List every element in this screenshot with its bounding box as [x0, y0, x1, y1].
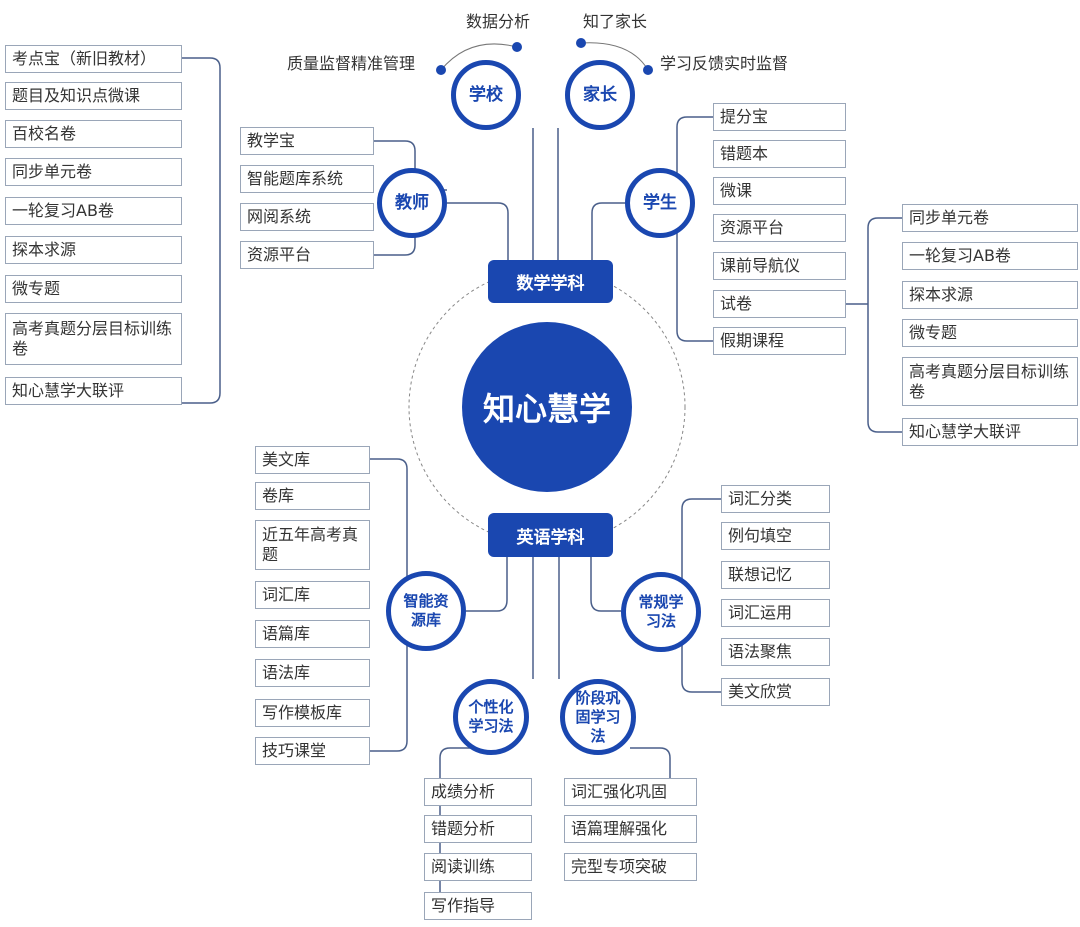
list-item: 高考真题分层目标训练卷	[902, 357, 1078, 406]
list-item: 百校名卷	[5, 120, 182, 148]
teacher-far-bracket	[182, 57, 221, 404]
student-connector	[591, 202, 625, 260]
school-node: 学校	[451, 60, 521, 130]
list-item: 试卷	[713, 290, 846, 318]
arc-dot	[512, 42, 522, 52]
stage-method-node: 阶段巩固学习法	[560, 679, 636, 755]
math-subject-node: 数学学科	[488, 260, 613, 303]
list-item: 错题本	[713, 140, 846, 168]
list-item: 知心慧学大联评	[902, 418, 1078, 446]
list-item: 教学宝	[240, 127, 374, 155]
list-item: 同步单元卷	[902, 204, 1078, 232]
list-item: 微专题	[5, 275, 182, 303]
list-item: 题目及知识点微课	[5, 82, 182, 110]
list-item: 提分宝	[713, 103, 846, 131]
list-item: 美文欣赏	[721, 678, 830, 706]
list-item: 语篇库	[255, 620, 370, 648]
parent-label-feedback: 学习反馈实时监督	[660, 54, 789, 73]
school-label-management: 质量监督精准管理	[287, 54, 416, 73]
list-item: 词汇强化巩固	[564, 778, 697, 806]
teacher-node: 教师	[377, 168, 447, 238]
list-item: 高考真题分层目标训练卷	[5, 313, 182, 365]
exam-bracket	[867, 217, 902, 433]
resources-connector	[466, 557, 508, 612]
regular-method-node: 常规学习法	[621, 572, 701, 652]
list-item: 资源平台	[240, 241, 374, 269]
list-item: 微专题	[902, 319, 1078, 347]
parent-arc	[580, 42, 649, 71]
personal-method-node: 个性化学习法	[453, 679, 529, 755]
list-item: 联想记忆	[721, 561, 830, 589]
list-item: 一轮复习AB卷	[5, 197, 182, 225]
parent-node: 家长	[565, 60, 635, 130]
list-item: 探本求源	[5, 236, 182, 264]
list-item: 网阅系统	[240, 203, 374, 231]
resources-node: 智能资源库	[386, 571, 466, 651]
list-item: 成绩分析	[424, 778, 532, 806]
arc-dot	[436, 65, 446, 75]
english-subject-node: 英语学科	[488, 513, 613, 557]
list-item: 资源平台	[713, 214, 846, 242]
list-item: 课前导航仪	[713, 252, 846, 280]
list-item: 词汇运用	[721, 599, 830, 627]
arc-dot	[643, 65, 653, 75]
school-arc	[440, 43, 518, 71]
list-item: 语篇理解强化	[564, 815, 697, 843]
student-node: 学生	[625, 168, 695, 238]
list-item: 考点宝（新旧教材）	[5, 45, 182, 73]
list-item: 词汇分类	[721, 485, 830, 513]
list-item: 假期课程	[713, 327, 846, 355]
list-item: 阅读训练	[424, 853, 532, 881]
list-item: 美文库	[255, 446, 370, 474]
regular-connector	[590, 557, 621, 612]
list-item: 同步单元卷	[5, 158, 182, 186]
parent-label-app: 知了家长	[583, 12, 648, 31]
list-item: 错题分析	[424, 815, 532, 843]
list-item: 写作模板库	[255, 699, 370, 727]
list-item: 完型专项突破	[564, 853, 697, 881]
list-item: 微课	[713, 177, 846, 205]
arc-dot	[576, 38, 586, 48]
school-label-data: 数据分析	[466, 12, 531, 31]
list-item: 智能题库系统	[240, 165, 374, 193]
list-item: 知心慧学大联评	[5, 377, 182, 405]
list-item: 技巧课堂	[255, 737, 370, 765]
list-item: 近五年高考真题	[255, 520, 370, 570]
list-item: 语法聚焦	[721, 638, 830, 666]
list-item: 探本求源	[902, 281, 1078, 309]
teacher-connector	[447, 202, 509, 260]
list-item: 写作指导	[424, 892, 532, 920]
list-item: 词汇库	[255, 581, 370, 609]
list-item: 一轮复习AB卷	[902, 242, 1078, 270]
center-node: 知心慧学	[462, 322, 632, 492]
list-item: 例句填空	[721, 522, 830, 550]
list-item: 语法库	[255, 659, 370, 687]
list-item: 卷库	[255, 482, 370, 510]
